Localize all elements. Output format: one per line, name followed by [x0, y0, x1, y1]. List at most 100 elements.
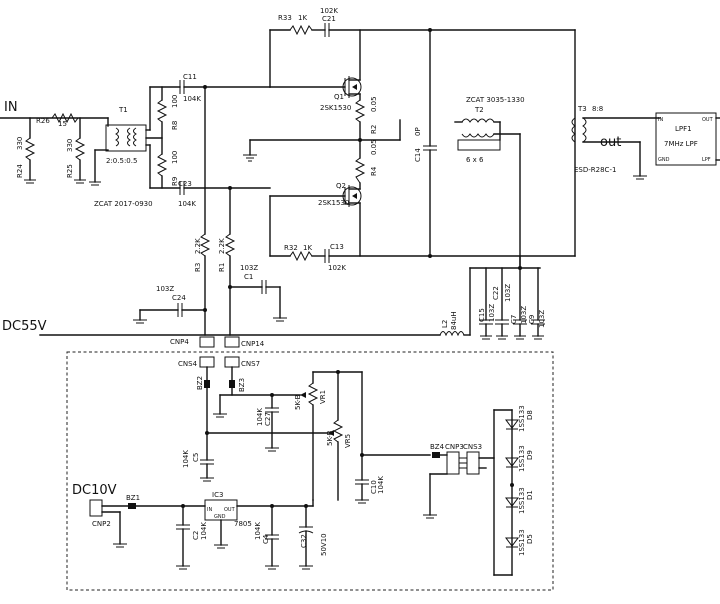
t2-ref: T2 [474, 106, 484, 114]
t1-part: ZCAT 2017-0930 [94, 200, 153, 208]
connector-cns3 [466, 451, 480, 475]
feedback-network: R33 1K 102K C21 R32 1K C13 102K [269, 7, 576, 272]
d5-ref: D5 [526, 534, 534, 544]
c9-ref: C9 [528, 315, 536, 324]
c23-val: 104K [178, 200, 196, 208]
cnp4-ref: CNP4 [170, 338, 189, 346]
t3-ratio: 8:8 [592, 105, 603, 113]
r33-ref: R33 [278, 14, 292, 22]
c1-val: 103Z [240, 264, 258, 272]
c22-ref: C22 [492, 286, 500, 300]
ground-icon [265, 447, 279, 452]
ferrite-bead-bz4 [432, 452, 440, 458]
r9-val: 100 [171, 151, 179, 164]
c32-ref: C32 [300, 534, 308, 548]
lpf-pin-gnd: GND [658, 157, 670, 163]
r24-ref: R24 [16, 164, 24, 178]
lpf-module: LPF1 7MHz LPF IN OUT GND LPF [655, 112, 720, 166]
resistor-r1 [224, 233, 236, 257]
d5-part: 1SS133 [518, 529, 526, 556]
ground-icon [176, 565, 190, 570]
inductor-l2 [439, 331, 465, 337]
cnp3-ref: CNP3 [445, 443, 464, 451]
ground-icon [480, 335, 492, 340]
r4-ref: R4 [370, 166, 378, 176]
resistor-r25 [74, 137, 86, 161]
bias-feed: R3 2.2K R1 2.2K 103Z C1 103Z C24 [133, 86, 287, 336]
c7-ref: C7 [510, 315, 518, 324]
c22-val: 103Z [504, 284, 512, 302]
c7-val: 103Z [520, 306, 528, 324]
c32-val: 50V10 [320, 533, 328, 556]
d1-part: 1SS133 [518, 487, 526, 514]
c21-ref: C21 [322, 15, 336, 23]
cns3-ref: CNS3 [463, 443, 482, 451]
t2-part: ZCAT 3035-1330 [466, 96, 525, 104]
lpf-pin-gnd2: LPF [702, 157, 711, 163]
ground-icon [532, 335, 544, 340]
d1-ref: D1 [526, 490, 534, 500]
bz3-ref: BZ3 [238, 378, 246, 392]
c13-ref: C13 [330, 243, 344, 251]
l2-ref: L2 [441, 320, 449, 328]
dc55v-supply: DC55V L2 84uH C15 103Z C22 103Z C7 103Z [2, 255, 546, 340]
t1-ratio: 2:0.5:0.5 [106, 157, 137, 165]
bz2-ref: BZ2 [196, 376, 204, 390]
q2-part: 2SK1530 [318, 199, 349, 207]
r32-ref: R32 [284, 244, 298, 252]
r8-ref: R8 [171, 121, 179, 130]
c10-ref: C10 [370, 480, 378, 494]
c15-ref: C15 [478, 308, 486, 322]
cnp2-ref: CNP2 [92, 520, 111, 528]
cns4-ref: CNS4 [178, 360, 198, 368]
c23-ref: C23 [178, 180, 192, 188]
r1-ref: R1 [218, 263, 226, 272]
r24-val: 330 [16, 137, 24, 150]
diode-d1 [505, 497, 519, 508]
connector-cnp2 [89, 499, 103, 517]
c2-ref: C2 [192, 531, 200, 540]
ground-icon [633, 175, 647, 180]
ferrite-bead-bz1 [128, 503, 136, 509]
c24-val: 103Z [156, 285, 174, 293]
c15-val: 103Z [488, 304, 496, 322]
label-dc55v: DC55V [2, 319, 47, 334]
bz4-ref: BZ4 [430, 443, 445, 451]
regulator-section: DC10V CNP2 BZ1 C2 104K IC3 IN OUT GND 78… [72, 483, 328, 570]
ic3-pin-out: OUT [224, 507, 236, 513]
ground-icon [265, 565, 279, 570]
ground-icon [299, 565, 313, 570]
ground-icon [514, 335, 526, 340]
ground-icon [200, 477, 214, 482]
q2-ref: Q2 [336, 182, 346, 190]
r2-val: 0.05 [370, 96, 378, 112]
resistor-r3 [199, 233, 211, 257]
mosfet-q2: Q2 2SK1530 [269, 182, 362, 257]
ground-icon [133, 319, 147, 324]
mosfet-q1: Q1 2SK1530 [269, 29, 362, 112]
diode-d8 [505, 419, 519, 430]
ground-icon [214, 544, 228, 549]
c10-and-cnp3: C10 104K BZ4 CNP3 CNS3 [355, 409, 495, 576]
ic3-pin-in: IN [207, 507, 212, 513]
ground-icon [243, 154, 257, 162]
resistor-r4 [354, 157, 366, 184]
lpf-desc: 7MHz LPF [664, 140, 698, 148]
r33-val: 1K [298, 14, 307, 22]
ground-icon [496, 335, 508, 340]
c4-ref: C4 [262, 534, 270, 544]
l2-val: 84uH [450, 311, 458, 330]
r8-val: 100 [171, 95, 179, 108]
potentiometer-vr1 [307, 382, 319, 406]
d8-ref: D8 [526, 410, 534, 420]
c24-ref: C24 [172, 294, 186, 302]
r3-val: 2.2K [194, 238, 202, 254]
r32-val: 1K [303, 244, 312, 252]
c10-val: 104K [377, 476, 385, 494]
c5-ref: C5 [192, 453, 200, 462]
c11-ref: C11 [183, 73, 197, 81]
connector-cnp3 [446, 451, 460, 475]
c2-val: 104K [200, 522, 208, 540]
r9-ref: R9 [171, 177, 179, 186]
